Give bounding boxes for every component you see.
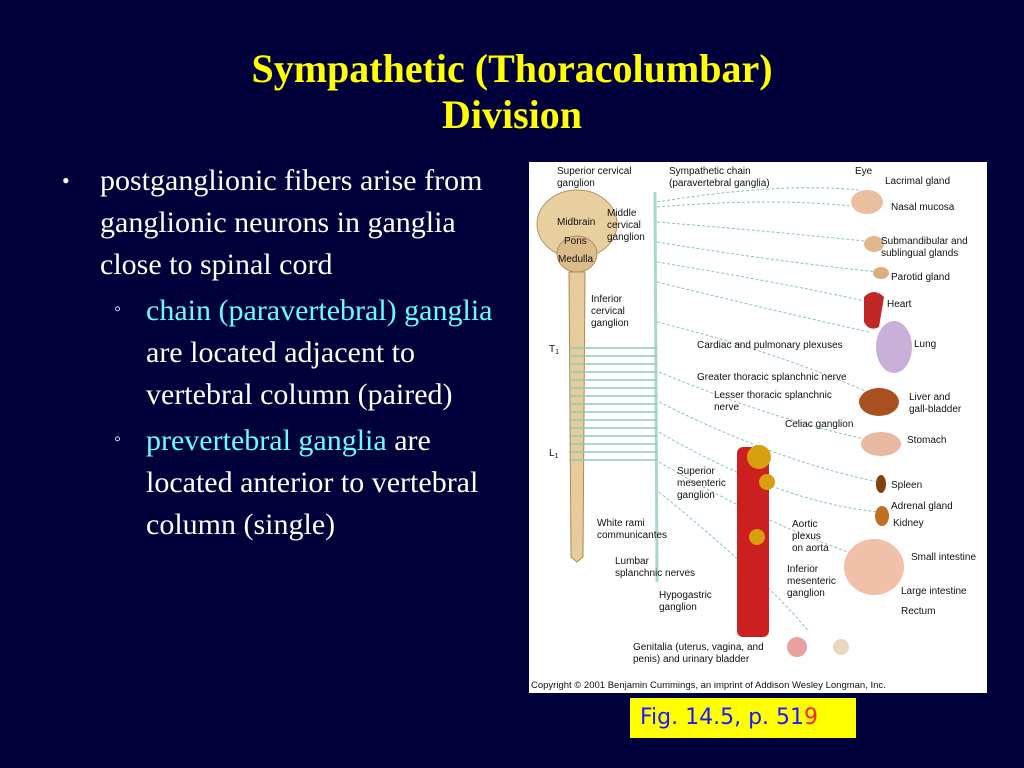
label-middle-cervical-2: cervical: [607, 220, 641, 231]
label-lesser-thoracic-2: nerve: [714, 402, 739, 413]
bullet-list: • postganglionic fibers arise from gangl…: [62, 160, 512, 546]
label-inferior-cervical-3: ganglion: [591, 318, 629, 329]
sympathetic-chain-line: [653, 191, 659, 583]
label-medulla: Medulla: [558, 254, 593, 265]
label-genitalia-2: penis) and urinary bladder: [633, 654, 750, 665]
label-stomach: Stomach: [907, 435, 946, 446]
bullet-dot-icon: •: [62, 168, 70, 193]
label-lumbar-splanchnic-2: splanchnic nerves: [615, 568, 695, 579]
title-line-1: Sympathetic (Thoracolumbar): [251, 46, 773, 91]
sub-bullet-2-text: are located anterior to vertebral column…: [146, 424, 479, 541]
label-genitalia-1: Genitalia (uterus, vagina, and: [633, 642, 764, 653]
label-spleen: Spleen: [891, 480, 922, 491]
sub-bullet-2: ◦ prevertebral ganglia are located anter…: [62, 420, 512, 546]
brain-illustration: [536, 189, 618, 273]
label-white-rami-2: communicantes: [597, 530, 667, 541]
label-sympathetic-chain-1: Sympathetic chain: [669, 166, 751, 177]
label-rectum: Rectum: [901, 606, 935, 617]
label-parotid: Parotid gland: [891, 272, 950, 283]
label-hypogastric-1: Hypogastric: [659, 590, 712, 601]
figure-reference-text: Fig. 14.5, p. 51: [640, 705, 805, 730]
label-superior-mesenteric-1: Superior: [677, 466, 715, 477]
label-aortic-plexus-3: on aorta: [792, 543, 829, 554]
label-l1: L1: [549, 448, 559, 460]
organ-illustrations: [787, 190, 912, 657]
label-small-intestine: Small intestine: [911, 552, 976, 563]
label-lumbar-splanchnic-1: Lumbar: [615, 556, 650, 567]
sub-bullet-1: ◦ chain (paravertebral) ganglia are loca…: [62, 290, 512, 416]
sub-bullet-2-highlight: prevertebral ganglia: [146, 424, 387, 457]
label-inferior-mesenteric-1: Inferior: [787, 564, 819, 575]
label-liver-2: gall-bladder: [909, 404, 962, 415]
figure-copyright: Copyright © 2001 Benjamin Cummings, an i…: [531, 680, 886, 691]
label-midbrain: Midbrain: [557, 217, 595, 228]
sympathetic-division-diagram: Superior cervical ganglion Sympathetic c…: [529, 162, 987, 693]
label-submandibular-2: sublingual glands: [881, 248, 958, 259]
sub-bullet-1-highlight: chain (paravertebral) ganglia: [146, 294, 493, 327]
label-inferior-mesenteric-2: mesenteric: [787, 576, 836, 587]
label-white-rami-1: White rami: [597, 518, 645, 529]
label-middle-cervical-1: Middle: [607, 208, 637, 219]
label-superior-cervical-1: Superior cervical: [557, 166, 631, 177]
label-liver-1: Liver and: [909, 392, 950, 403]
label-celiac: Celiac ganglion: [785, 419, 853, 430]
title-line-2: Division: [441, 92, 583, 137]
label-lung: Lung: [914, 339, 936, 350]
figure-reference-tail: 9: [804, 705, 819, 730]
diagram-labels: Superior cervical ganglion Sympathetic c…: [531, 166, 976, 691]
label-lesser-thoracic-1: Lesser thoracic splanchnic: [714, 390, 832, 401]
label-hypogastric-2: ganglion: [659, 602, 697, 613]
bullet-text-main: postganglionic fibers arise from ganglio…: [100, 164, 483, 281]
sub-bullet-ring-icon: ◦: [114, 298, 122, 320]
label-kidney: Kidney: [893, 518, 924, 529]
label-inferior-cervical-2: cervical: [591, 306, 625, 317]
label-lacrimal: Lacrimal gland: [885, 176, 950, 187]
label-pons: Pons: [564, 236, 587, 247]
label-superior-mesenteric-3: ganglion: [677, 490, 715, 501]
label-large-intestine: Large intestine: [901, 586, 967, 597]
label-adrenal: Adrenal gland: [891, 501, 953, 512]
bullet-item-main: • postganglionic fibers arise from gangl…: [62, 160, 512, 286]
label-middle-cervical-3: ganglion: [607, 232, 645, 243]
label-sympathetic-chain-2: (paravertebral ganglia): [669, 178, 770, 189]
label-inferior-cervical-1: Inferior: [591, 294, 623, 305]
sub-bullet-ring-icon: ◦: [114, 428, 122, 450]
slide-title: Sympathetic (Thoracolumbar) Division: [0, 46, 1024, 138]
label-inferior-mesenteric-3: ganglion: [787, 588, 825, 599]
label-t1: T1: [549, 344, 559, 356]
label-superior-cervical-2: ganglion: [557, 178, 595, 189]
figure-reference-badge: Fig. 14.5, p. 519: [630, 698, 856, 738]
label-heart: Heart: [887, 299, 912, 310]
label-nasal: Nasal mucosa: [891, 202, 955, 213]
spinal-nerves: [569, 347, 657, 461]
label-greater-thoracic: Greater thoracic splanchnic nerve: [697, 372, 847, 383]
label-submandibular-1: Submandibular and: [881, 236, 968, 247]
sub-bullet-1-text: are located adjacent to vertebral column…: [146, 336, 453, 411]
aorta-illustration: [737, 445, 775, 637]
label-aortic-plexus-2: plexus: [792, 531, 821, 542]
label-aortic-plexus-1: Aortic: [792, 519, 818, 530]
label-eye: Eye: [855, 166, 873, 177]
spinal-cord: [568, 271, 586, 563]
label-cardiac-plexuses: Cardiac and pulmonary plexuses: [697, 340, 843, 351]
label-superior-mesenteric-2: mesenteric: [677, 478, 726, 489]
